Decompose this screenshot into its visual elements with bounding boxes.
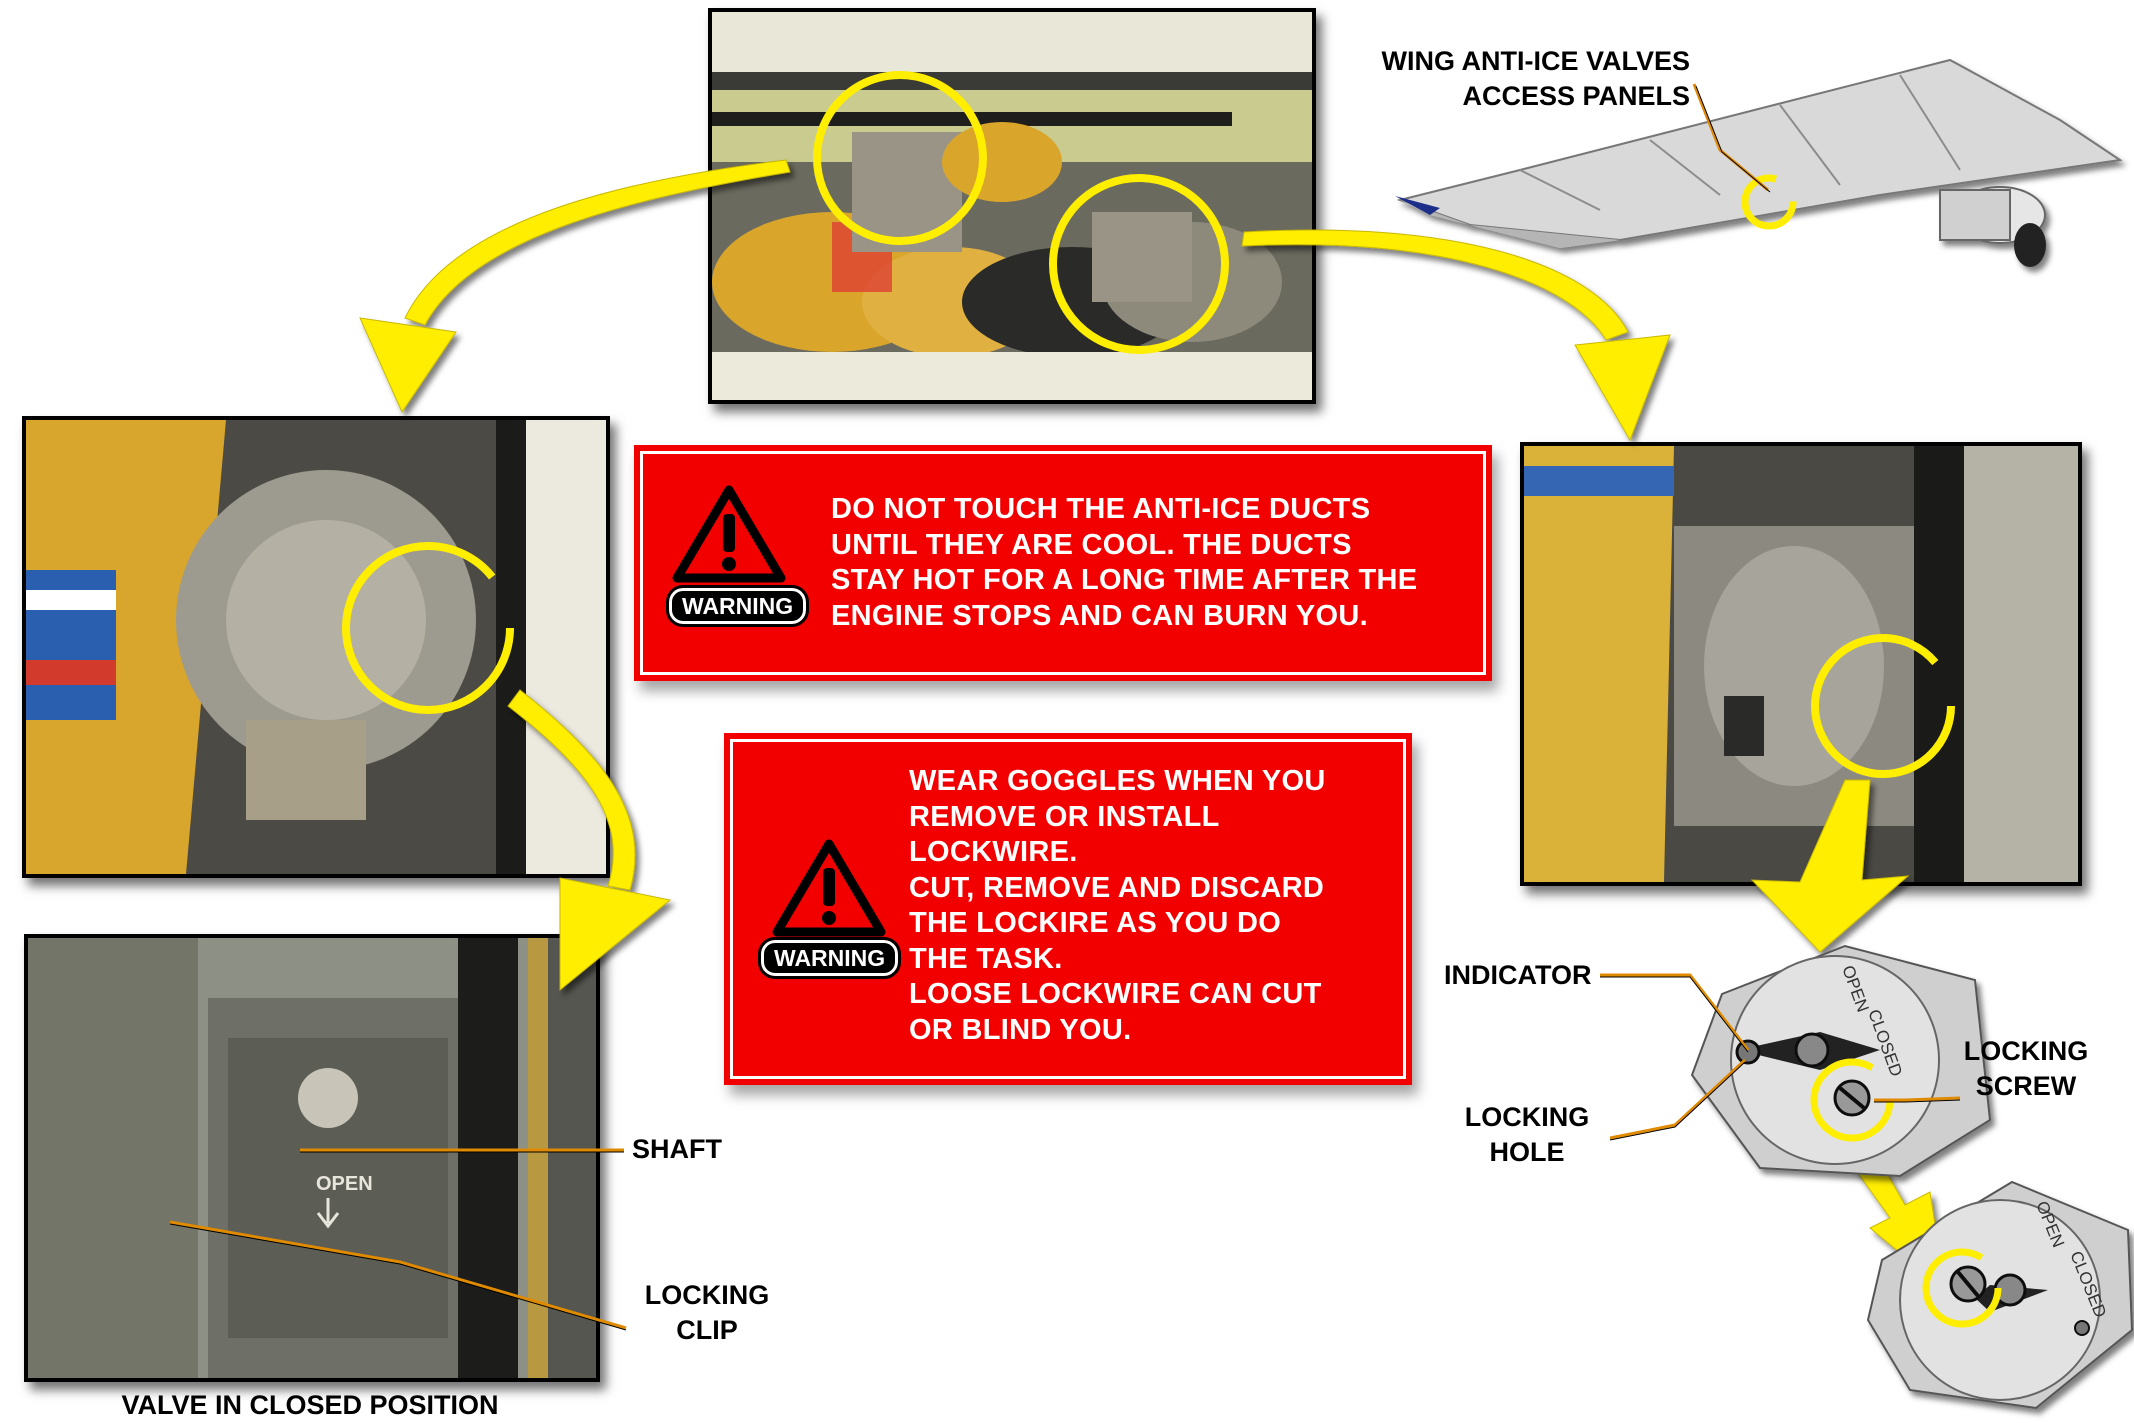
photo-right-valve [1520, 442, 2082, 886]
access-panel-highlight [1741, 174, 1797, 230]
warning-box-hot-ducts: WARNING DO NOT TOUCH THE ANTI-ICE DUCTS … [637, 448, 1489, 678]
locking-screw-highlight [1810, 1058, 1894, 1142]
valve-open-mark: OPEN [316, 1173, 373, 1195]
label-locking-clip: LOCKING CLIP [644, 1280, 770, 1345]
warning-text-lockwire: WEAR GOGGLES WHEN YOU REMOVE OR INSTALL … [909, 765, 1326, 1046]
warning-triangle-icon [672, 485, 786, 583]
warning-triangle-icon [772, 839, 886, 937]
warning-text-hot-ducts: DO NOT TOUCH THE ANTI-ICE DUCTS UNTIL TH… [831, 493, 1418, 632]
label-indicator: INDICATOR [1444, 960, 1592, 990]
label-shaft: SHAFT [632, 1134, 722, 1164]
warning-badge: WARNING [757, 937, 902, 979]
label-valve-closed: VALVE IN CLOSED POSITION [121, 1390, 499, 1420]
photo-access-panel-open [708, 8, 1316, 404]
dial-open-text: OPEN [2032, 1198, 2068, 1250]
label-locking-hole: LOCKING HOLE [1464, 1102, 1590, 1167]
warning-badge: WARNING [665, 585, 810, 627]
indicator-dial-closed [1866, 1180, 2134, 1410]
warning-box-lockwire: WARNING WEAR GOGGLES WHEN YOU REMOVE OR … [727, 736, 1409, 1082]
photo-valve-closed: OPEN [24, 934, 600, 1382]
label-access-panels: WING ANTI-ICE VALVES ACCESS PANELS [1381, 46, 1691, 111]
arrow-dial-to-dial [1842, 1139, 1946, 1292]
locking-hole-highlight [1922, 1248, 2002, 1328]
photo-left-valve [22, 416, 610, 878]
label-locking-screw: LOCKING SCREW [1963, 1036, 2089, 1101]
dial-closed-text: CLOSED [1864, 1007, 1906, 1079]
dial-closed-text: CLOSED [2066, 1248, 2110, 1320]
dial-open-text: OPEN [1838, 963, 1872, 1015]
